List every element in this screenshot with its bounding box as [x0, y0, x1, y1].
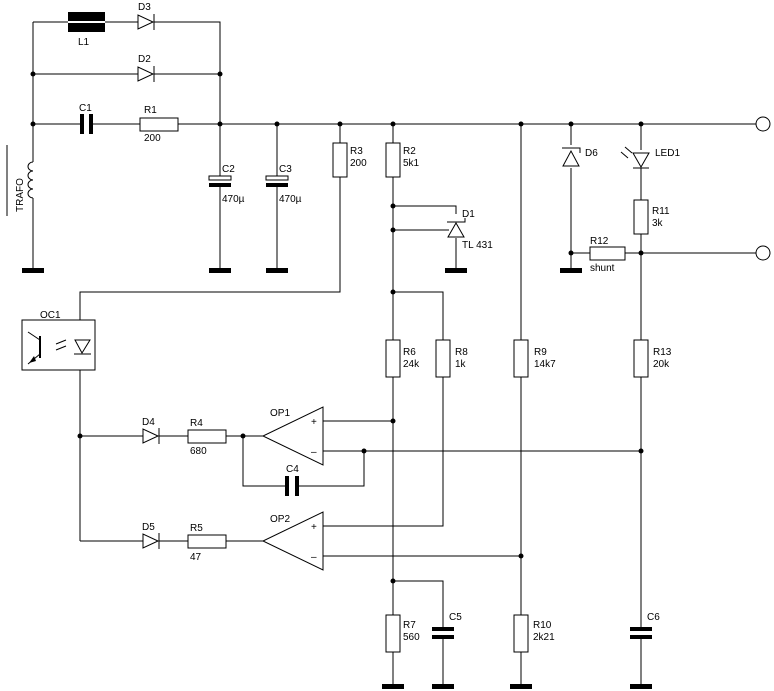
svg-text:+: + [311, 417, 317, 428]
svg-text:C2: C2 [222, 164, 235, 175]
svg-text:C1: C1 [79, 103, 92, 114]
svg-text:D2: D2 [138, 54, 151, 65]
transformer-winding: TRAFO [6, 145, 34, 216]
svg-text:560: 560 [403, 632, 420, 643]
resistor-r8: R8 1k [435, 339, 468, 378]
svg-text:R6: R6 [403, 347, 416, 358]
svg-text:200: 200 [144, 133, 161, 144]
svg-text:D6: D6 [585, 148, 598, 159]
opamp-op1: OP1 + – [261, 406, 324, 466]
resistor-r7: R7 560 [385, 614, 420, 653]
capacitor-c6: C6 [630, 612, 660, 639]
svg-text:–: – [311, 552, 317, 563]
capacitor-c5: C5 [432, 612, 462, 639]
svg-text:R12: R12 [590, 236, 609, 247]
capacitor-c4: C4 [285, 464, 299, 496]
diode-d3: D3 [137, 2, 155, 30]
resistor-r9: R9 14k7 [513, 339, 556, 378]
svg-text:5k1: 5k1 [403, 158, 420, 169]
shunt-regulator-d1: D1 TL 431 [447, 209, 493, 251]
svg-text:680: 680 [190, 446, 207, 457]
svg-text:14k7: 14k7 [534, 359, 556, 370]
led-led1: LED1 [620, 146, 680, 169]
resistor-r2: R2 5k1 [385, 142, 420, 178]
svg-text:C4: C4 [286, 464, 299, 475]
svg-text:OC1: OC1 [40, 310, 61, 321]
capacitor-c2: C2 470µ [208, 164, 245, 205]
svg-text:R8: R8 [455, 347, 468, 358]
diode-d5: D5 [142, 522, 160, 549]
svg-text:+: + [311, 522, 317, 533]
resistor-r6: R6 24k [385, 339, 420, 378]
svg-text:C3: C3 [279, 164, 292, 175]
svg-text:3k: 3k [652, 218, 664, 229]
svg-text:shunt: shunt [590, 263, 615, 274]
light-arrow-icon [624, 146, 633, 154]
svg-text:D5: D5 [142, 522, 155, 533]
svg-text:D1: D1 [462, 209, 475, 220]
svg-text:1k: 1k [455, 359, 467, 370]
capacitor-c1: C1 [79, 103, 93, 134]
capacitor-c3: C3 470µ [265, 164, 302, 205]
resistor-r4: R4 680 [187, 418, 227, 457]
svg-text:R9: R9 [534, 347, 547, 358]
svg-text:OP1: OP1 [270, 408, 290, 419]
junction-dots [30, 71, 644, 584]
resistor-r10: R10 2k21 [513, 614, 555, 653]
ground-symbols [22, 268, 652, 689]
output-terminal-bottom [755, 245, 771, 261]
svg-text:L1: L1 [78, 37, 90, 48]
svg-text:–: – [311, 447, 317, 458]
diode-d4: D4 [142, 417, 160, 444]
svg-text:R1: R1 [144, 105, 157, 116]
output-terminals [755, 116, 771, 261]
svg-text:OP2: OP2 [270, 514, 290, 525]
svg-text:D4: D4 [142, 417, 155, 428]
svg-text:R5: R5 [190, 523, 203, 534]
svg-text:TRAFO: TRAFO [15, 178, 26, 212]
light-arrow-icon [620, 151, 629, 159]
svg-text:R11: R11 [652, 206, 670, 217]
svg-text:R2: R2 [403, 146, 416, 157]
svg-text:470µ: 470µ [279, 194, 302, 205]
optocoupler-oc1: OC1 [21, 310, 96, 371]
diode-d2: D2 [137, 54, 155, 82]
svg-text:R3: R3 [350, 146, 363, 157]
wiring [32, 21, 756, 684]
svg-text:200: 200 [350, 158, 367, 169]
resistor-r1: R1 200 [139, 105, 179, 144]
resistor-r11: R11 3k [633, 199, 670, 235]
svg-text:D3: D3 [138, 2, 151, 13]
inductor-l1: L1 [68, 12, 105, 48]
resistor-r13: R13 20k [633, 339, 672, 378]
opamp-op2: OP2 + – [261, 511, 324, 571]
svg-text:LED1: LED1 [655, 148, 680, 159]
zener-diode-d6: D6 [562, 147, 598, 167]
resistor-r12-shunt: R12 shunt [589, 236, 626, 274]
svg-text:R7: R7 [403, 620, 416, 631]
resistor-r3: R3 200 [332, 142, 367, 178]
resistor-r5: R5 47 [187, 523, 227, 563]
svg-text:C5: C5 [449, 612, 462, 623]
svg-text:R4: R4 [190, 418, 203, 429]
svg-text:470µ: 470µ [222, 194, 245, 205]
svg-text:24k: 24k [403, 359, 420, 370]
output-terminal-top [755, 116, 771, 132]
svg-text:20k: 20k [653, 359, 670, 370]
svg-text:TL 431: TL 431 [462, 240, 493, 251]
svg-text:R13: R13 [653, 347, 672, 358]
svg-text:C6: C6 [647, 612, 660, 623]
svg-text:2k21: 2k21 [533, 632, 555, 643]
svg-text:47: 47 [190, 552, 202, 563]
svg-text:R10: R10 [533, 620, 552, 631]
